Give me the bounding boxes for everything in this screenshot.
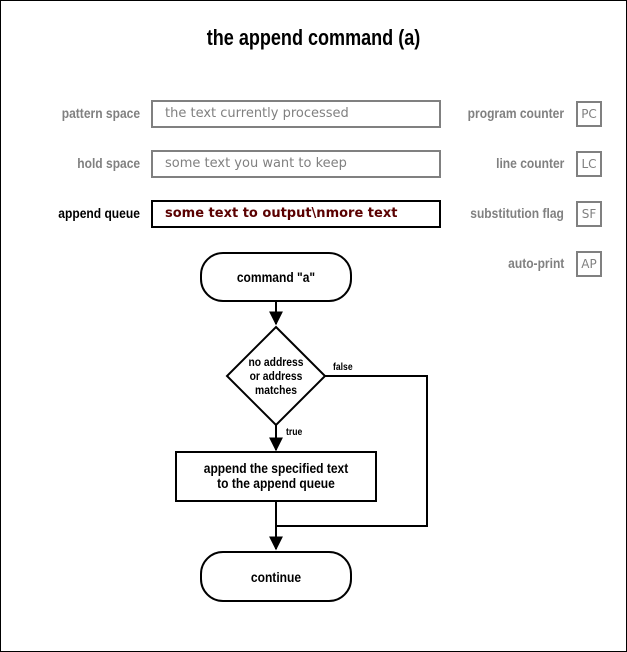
decision-line-2: or address [250,369,303,383]
decision-line-3: matches [255,383,297,397]
auto-print-box: AP [576,251,602,277]
auto-print-label: auto-print [507,255,564,271]
append-queue-value: some text to output\nmore text [151,200,441,228]
program-counter-label: program counter [467,105,564,121]
substitution-flag-box: SF [576,201,602,227]
page-title: the append command (a) [206,25,421,50]
false-edge-label: false [333,362,353,373]
action-line-1: append the specified text [204,460,349,476]
pattern-space-value: the text currently processed [151,100,441,128]
action-line-2: to the append queue [217,475,335,491]
start-node-label: command "a" [237,269,315,285]
end-node-label: continue [251,569,301,585]
program-counter-box: PC [576,101,602,127]
true-edge-label: true [286,427,303,438]
end-node [200,551,352,602]
action-node [175,451,377,502]
edge-false [276,375,428,527]
line-counter-box: LC [576,151,602,177]
hold-space-value: some text you want to keep [151,150,441,178]
append-queue-label: append queue [58,205,140,221]
pattern-space-label: pattern space [61,105,140,121]
hold-space-label: hold space [77,155,140,171]
decision-line-1: no address [248,355,303,369]
substitution-flag-label: substitution flag [470,205,564,221]
line-counter-label: line counter [495,155,564,171]
